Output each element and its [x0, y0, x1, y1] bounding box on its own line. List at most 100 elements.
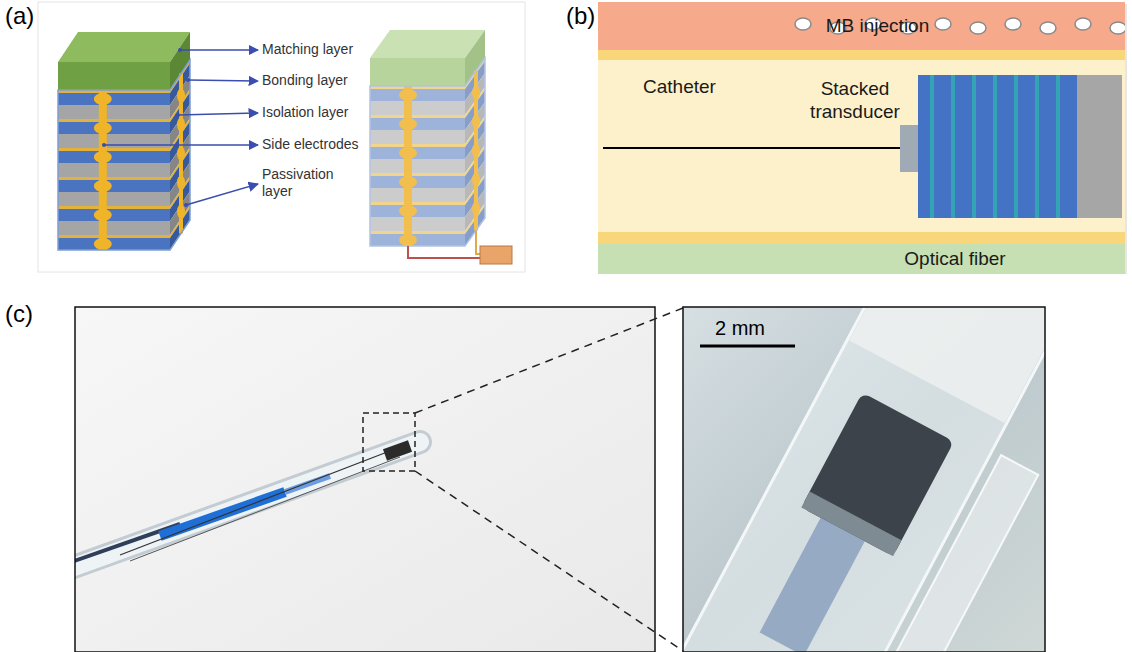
photo-panel-part	[75, 307, 655, 652]
stacked-cube	[58, 32, 190, 250]
stacked-cube-wired-part	[370, 144, 465, 147]
stacked-cube-wired-part	[370, 173, 465, 176]
stacked-cube-part	[94, 209, 112, 221]
catheter-photo-part	[130, 457, 400, 561]
leader-arrows-part	[178, 113, 258, 115]
stacked-cube-part	[58, 148, 170, 151]
fiber-band: Optical fiber	[598, 244, 1125, 274]
stacked-cube-wired-part	[370, 217, 465, 231]
stacked-cube-part	[94, 93, 112, 105]
stacked-cube-part	[58, 105, 170, 119]
stacked-cube-wired	[370, 30, 485, 246]
transducer-sketch-part	[1035, 75, 1039, 218]
part-name: Passivation layer	[262, 166, 346, 200]
photo-panel-part	[415, 308, 683, 413]
bubbles-part	[1110, 22, 1125, 34]
stacked-cube-part	[177, 205, 185, 219]
stacked-cube-wired-part	[370, 159, 465, 173]
transducer-sketch-part	[1014, 75, 1018, 218]
photo-panel-part	[415, 471, 683, 651]
part-name: Matching layer	[262, 41, 353, 58]
panel-letter: (c)	[5, 300, 33, 329]
cable	[408, 231, 512, 264]
stacked-cube-wired-part	[472, 115, 480, 129]
part-name: Bonding layer	[262, 72, 348, 89]
transducer-sketch-part	[918, 75, 1077, 218]
part-name: Stacked transducer	[795, 78, 915, 124]
catheter-photo-part	[385, 446, 410, 455]
leader-arrows-part	[104, 144, 258, 146]
stacked-cube-part	[58, 60, 190, 250]
stacked-cube-part	[58, 238, 170, 250]
stacked-cube-wired-part	[370, 205, 465, 217]
panel-a-illustration-part	[38, 2, 525, 272]
transducer-sketch-part	[603, 147, 900, 149]
panel-a-illustration	[38, 2, 525, 272]
leader-arrows-part	[188, 80, 258, 81]
catheter-photo-part	[75, 442, 420, 572]
stacked-cube-wired-part	[399, 118, 417, 130]
stacked-cube-part	[94, 122, 112, 134]
band-label: Catheter	[643, 76, 716, 98]
transducer-sketch-part	[951, 75, 955, 218]
stacked-cube-wired-part	[370, 188, 465, 202]
stacked-cube-part	[177, 89, 185, 103]
stacked-cube-part	[58, 119, 170, 122]
stacked-cube-part	[58, 32, 190, 62]
stacked-cube-wired-part	[472, 86, 480, 100]
stacked-cube-wired-part	[370, 234, 465, 246]
leader-arrows	[102, 48, 258, 207]
band-label: MB injection	[826, 15, 930, 37]
stacked-cube-wired-part	[370, 30, 485, 58]
band-label: Optical fiber	[904, 248, 1005, 270]
stacked-cube-part	[94, 238, 112, 250]
bubbles-part	[970, 22, 986, 34]
stacked-cube-part	[58, 180, 170, 192]
stacked-cube-wired-part	[399, 176, 417, 188]
part-name: Side electrodes	[262, 136, 359, 153]
catheter-photo-part	[120, 449, 395, 555]
stacked-cube-part	[58, 62, 170, 90]
stacked-cube-wired-part	[472, 202, 480, 216]
catheter-photo	[75, 442, 420, 572]
transducer-sketch-part	[1056, 75, 1060, 218]
fiber-band	[598, 244, 1125, 272]
stacked-cube-wired-part	[370, 231, 465, 234]
stacked-cube-part	[58, 192, 170, 206]
zoom-photo	[683, 307, 1045, 652]
bubbles-part	[935, 18, 951, 30]
stacked-cube-part	[99, 90, 107, 250]
panel-b-frame-part	[598, 2, 1125, 272]
stacked-cube-wired-part	[472, 173, 480, 187]
bubbles-part	[1005, 18, 1021, 30]
transducer-sketch-part	[900, 125, 918, 172]
stacked-cube-wired-part	[404, 86, 412, 246]
photo-panel-part	[363, 413, 415, 471]
stacked-cube-part	[58, 122, 170, 134]
stacked-cube-wired-part	[370, 89, 465, 101]
catheter-photo-part	[285, 476, 330, 492]
part-name: Isolation layer	[262, 104, 348, 121]
cable-part	[480, 246, 512, 264]
transducer-sketch-part	[972, 75, 976, 218]
stacked-cube-wired-part	[399, 89, 417, 101]
photo-panel-part	[683, 307, 1045, 652]
panel-letter: (b)	[566, 2, 595, 31]
stacked-cube-part	[58, 163, 170, 177]
stacked-cube-part	[58, 209, 170, 221]
transducer-sketch-part	[930, 75, 934, 218]
zoom-photo-part	[683, 307, 1045, 652]
stacked-cube-wired-part	[399, 147, 417, 159]
stacked-cube-part	[58, 235, 170, 238]
stacked-cube-wired-part	[370, 202, 465, 205]
scale-label: 2 mm	[715, 316, 765, 340]
stacked-cube-part	[58, 93, 170, 105]
stacked-cube-part	[58, 151, 170, 163]
catheter-photo-part	[75, 442, 420, 572]
stacked-cube-part	[58, 134, 170, 148]
stacked-cube-wired-part	[472, 144, 480, 158]
transducer-sketch-part	[1077, 75, 1122, 218]
bubbles-part	[1075, 18, 1091, 30]
panel-b-frame	[598, 2, 1127, 274]
